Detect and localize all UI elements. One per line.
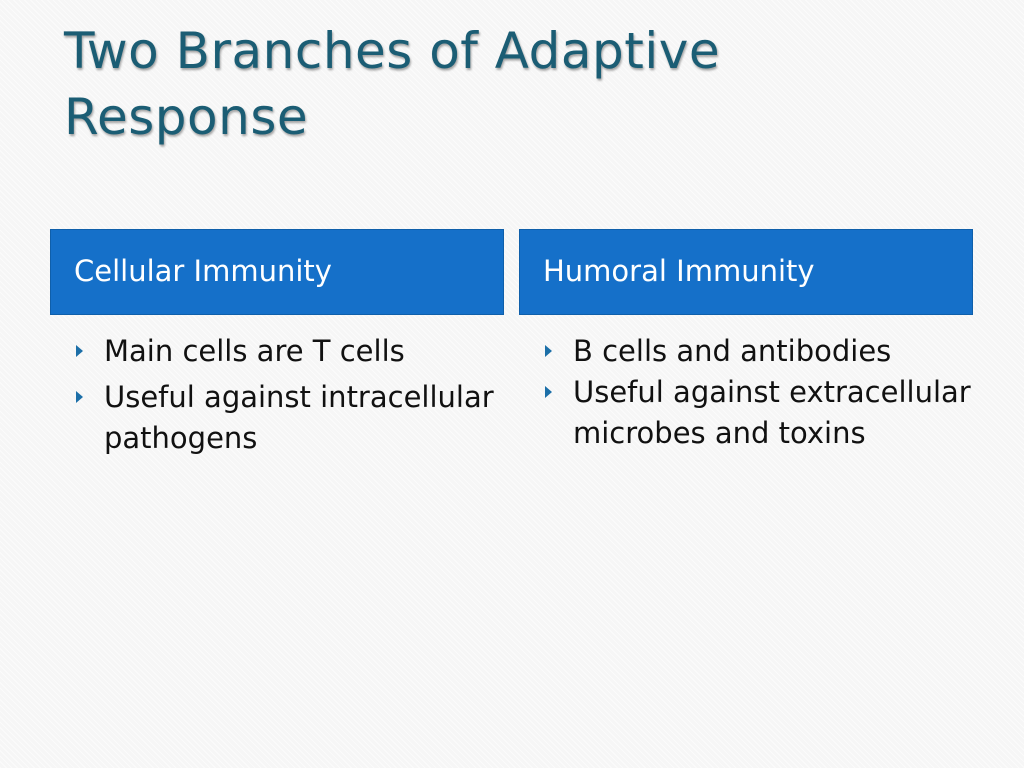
triangle-right-icon (76, 345, 83, 357)
bullet-text: Main cells are T cells (104, 334, 405, 368)
bullet-item: B cells and antibodies (519, 331, 973, 372)
slide-title: Two Branches of Adaptive Response (64, 22, 721, 146)
triangle-right-icon (76, 391, 83, 403)
bullet-list-humoral: B cells and antibodies Useful against ex… (519, 315, 973, 454)
bullet-item: Useful against extracellular microbes an… (519, 372, 973, 454)
bullet-text: Useful against extracellular microbes an… (573, 375, 971, 450)
column-header-cellular: Cellular Immunity (50, 229, 504, 315)
bullet-text: B cells and antibodies (573, 334, 892, 368)
bullet-text: Useful against intracellular pathogens (104, 380, 494, 455)
triangle-right-icon (545, 386, 552, 398)
triangle-right-icon (545, 345, 552, 357)
bullet-list-cellular: Main cells are T cells Useful against in… (50, 315, 504, 459)
column-cellular-immunity: Cellular Immunity Main cells are T cells… (50, 229, 504, 464)
bullet-item: Main cells are T cells (50, 331, 504, 372)
column-header-humoral: Humoral Immunity (519, 229, 973, 315)
bullet-item: Useful against intracellular pathogens (50, 377, 504, 459)
column-humoral-immunity: Humoral Immunity B cells and antibodies … (519, 229, 973, 454)
